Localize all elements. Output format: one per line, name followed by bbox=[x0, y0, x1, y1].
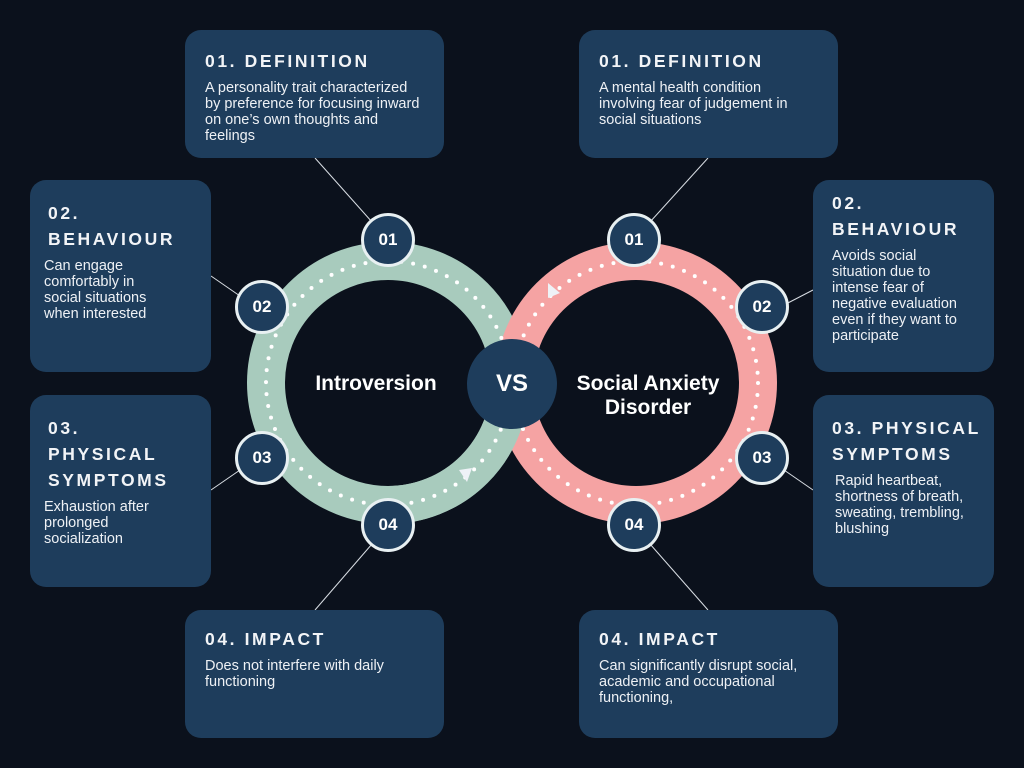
card-heading: 04. IMPACT bbox=[599, 629, 720, 649]
anxiety-badge-03: 03 bbox=[735, 431, 789, 485]
card-text: Does not interfere with daily functionin… bbox=[205, 658, 384, 690]
vs-badge: VS bbox=[467, 339, 557, 429]
card-heading: 02. BEHAVIOUR bbox=[832, 193, 960, 239]
card-heading: 01. DEFINITION bbox=[205, 51, 370, 71]
anxiety-behaviour-card: 02. BEHAVIOUR Avoids social situation du… bbox=[813, 180, 994, 372]
introversion-behaviour-card: 02. BEHAVIOUR Can engage comfortably in … bbox=[30, 180, 211, 372]
introversion-badge-04: 04 bbox=[361, 498, 415, 552]
card-heading: 03. PHYSICAL SYMPTOMS bbox=[832, 418, 981, 464]
card-heading: 04. IMPACT bbox=[205, 629, 326, 649]
anxiety-physical-symptoms-card: 03. PHYSICAL SYMPTOMS Rapid heartbeat, s… bbox=[813, 395, 994, 587]
introversion-badge-01: 01 bbox=[361, 213, 415, 267]
card-heading: 02. BEHAVIOUR bbox=[48, 203, 176, 249]
introversion-impact-card: 04. IMPACT Does not interfere with daily… bbox=[185, 610, 444, 738]
introversion-physical-symptoms-card: 03. PHYSICAL SYMPTOMS Exhaustion after p… bbox=[30, 395, 211, 587]
introversion-definition-card: 01. DEFINITION A personality trait chara… bbox=[185, 30, 444, 158]
introversion-badge-02: 02 bbox=[235, 280, 289, 334]
anxiety-impact-card: 04. IMPACT Can significantly disrupt soc… bbox=[579, 610, 838, 738]
card-heading: 01. DEFINITION bbox=[599, 51, 764, 71]
anxiety-definition-card: 01. DEFINITION A mental health condition… bbox=[579, 30, 838, 158]
card-heading: 03. PHYSICAL SYMPTOMS bbox=[48, 418, 169, 490]
introversion-badge-03: 03 bbox=[235, 431, 289, 485]
anxiety-badge-01: 01 bbox=[607, 213, 661, 267]
card-text: Exhaustion after prolonged socialization bbox=[44, 499, 149, 547]
anxiety-badge-02: 02 bbox=[735, 280, 789, 334]
card-text: Can engage comfortably in social situati… bbox=[44, 258, 147, 322]
introversion-arrow-icon bbox=[459, 468, 472, 482]
anxiety-title: Social Anxiety Disorder bbox=[576, 372, 720, 419]
card-text: A mental health condition involving fear… bbox=[599, 80, 788, 128]
card-text: A personality trait characterized by pre… bbox=[205, 80, 420, 144]
card-text: Rapid heartbeat, shortness of breath, sw… bbox=[835, 473, 964, 537]
connector-lines bbox=[210, 157, 814, 611]
anxiety-arrow-icon bbox=[548, 283, 560, 298]
card-text: Can significantly disrupt social, academ… bbox=[599, 658, 798, 706]
anxiety-badge-04: 04 bbox=[607, 498, 661, 552]
introversion-title: Introversion bbox=[315, 372, 437, 395]
card-text: Avoids social situation due to intense f… bbox=[832, 248, 957, 344]
